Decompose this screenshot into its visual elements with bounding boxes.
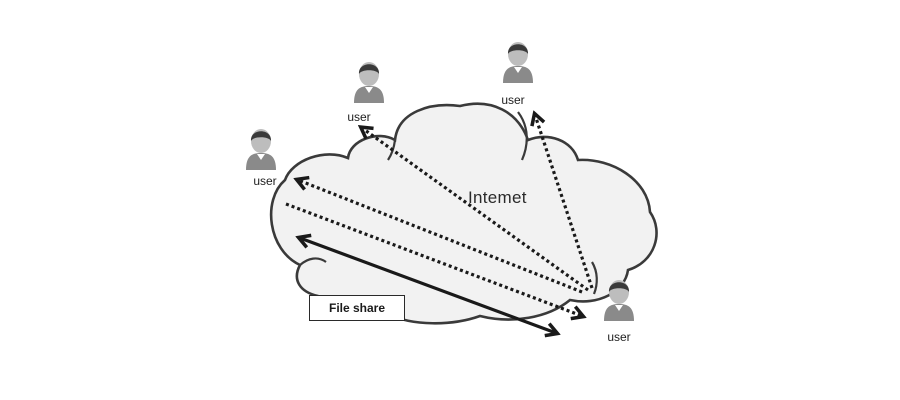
cloud-contour-arc (517, 111, 528, 161)
user-icon (604, 280, 634, 321)
user-label: user (501, 93, 525, 107)
internet-label: Intemet (468, 188, 527, 207)
file-share-label: File share (328, 301, 386, 315)
file-share-arrow (300, 238, 556, 333)
user-label: user (607, 330, 631, 344)
cloud-contour-arc (591, 261, 598, 295)
connection-arrow-to-user-top-left (362, 128, 589, 292)
cloud-contour-arc (387, 139, 397, 161)
user-label: user (347, 110, 371, 124)
user-label: user (253, 174, 277, 188)
connection-arrow-to-user-top-right (535, 115, 594, 289)
user-icon (503, 42, 533, 83)
file-share-box: File share (309, 295, 405, 321)
user-icon (246, 129, 276, 170)
user-icon (354, 62, 384, 103)
internet-cloud (269, 102, 658, 325)
